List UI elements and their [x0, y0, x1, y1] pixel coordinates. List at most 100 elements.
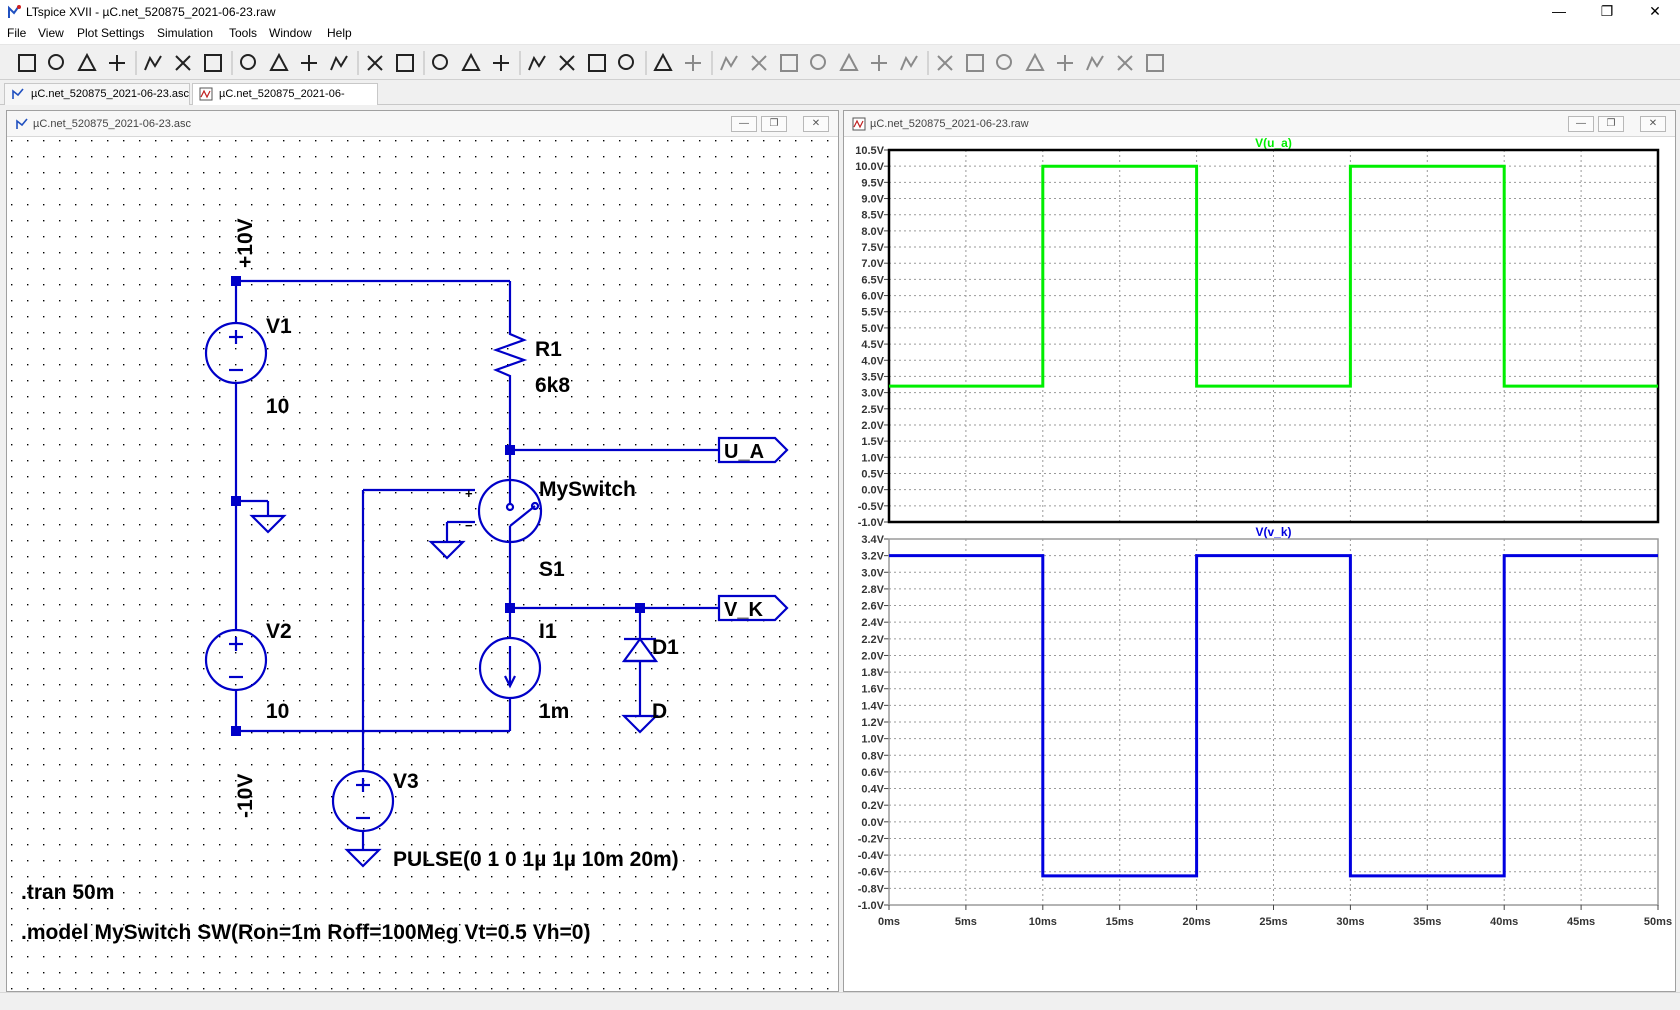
model-directive[interactable]: .model MySwitch SW(Ron=1m Roff=100Meg Vt… — [21, 921, 590, 944]
inductor-icon[interactable] — [836, 50, 862, 76]
redo-icon[interactable] — [1022, 50, 1048, 76]
print-icon[interactable] — [614, 50, 640, 76]
v3-symbol[interactable] — [331, 769, 395, 833]
open-icon[interactable] — [44, 50, 70, 76]
maximize-button[interactable]: ❐ — [1600, 3, 1614, 19]
schematic-minimize-button[interactable]: — — [731, 116, 757, 132]
menu-help[interactable]: Help — [327, 26, 352, 40]
i1-value: 1m — [539, 700, 569, 723]
pan-icon[interactable] — [170, 50, 196, 76]
s1-plus-sign: + — [465, 486, 473, 501]
plot-vk[interactable]: V(v_k)3.4V3.2V3.0V2.8V2.6V2.4V2.2V2.0V1.… — [858, 525, 1672, 928]
s1-symbol[interactable] — [477, 478, 543, 544]
menu-window[interactable]: Window — [269, 26, 312, 40]
y-tick-label: 3.5V — [861, 371, 884, 383]
menu-file[interactable]: File — [7, 26, 27, 40]
d1-symbol[interactable] — [621, 637, 659, 678]
y-tick-label: 2.4V — [861, 617, 884, 629]
trace-V(u_a)[interactable] — [889, 164, 1658, 388]
menu-view[interactable]: View — [38, 26, 64, 40]
x-tick-label: 25ms — [1259, 916, 1287, 928]
y-tick-label: 4.5V — [861, 339, 884, 351]
i1-symbol[interactable] — [478, 636, 542, 700]
menu-simulation[interactable]: Simulation — [157, 26, 214, 40]
plus10-label: +10V — [234, 218, 257, 268]
y-tick-label: 9.5V — [861, 177, 884, 189]
control-panel-icon[interactable] — [104, 50, 130, 76]
trace-V(v_k)[interactable] — [889, 554, 1658, 878]
copy-icon[interactable] — [524, 50, 550, 76]
s1-model: MySwitch — [539, 478, 636, 501]
schematic-icon — [12, 88, 24, 99]
undo-icon[interactable] — [992, 50, 1018, 76]
zoom-out-icon[interactable] — [266, 50, 292, 76]
close-button[interactable]: ✕ — [1649, 3, 1661, 19]
r1-symbol[interactable] — [492, 324, 528, 385]
schematic-canvas[interactable]: U_A V_K +10V -10V V1 10 V2 10 V3 PULSE(0… — [7, 138, 838, 992]
y-tick-label: 1.5V — [861, 436, 884, 448]
waveform-canvas[interactable]: V(u_a)10.5V10.0V9.5V9.0V8.5V8.0V7.5V7.0V… — [844, 138, 1675, 992]
schematic-close-button[interactable]: ✕ — [803, 116, 829, 132]
ground-icon[interactable] — [716, 50, 742, 76]
rotate-icon[interactable] — [1052, 50, 1078, 76]
tile-horizontal-icon[interactable] — [392, 50, 418, 76]
tran-directive[interactable]: .tran 50m — [21, 881, 114, 904]
plot-ua[interactable]: V(u_a)10.5V10.0V9.5V9.0V8.5V8.0V7.5V7.0V… — [855, 138, 1660, 529]
tab-schematic[interactable]: µC.net_520875_2021-06-23.asc — [4, 83, 190, 105]
zoom-cancel-icon[interactable] — [296, 50, 322, 76]
autorange-icon[interactable] — [326, 50, 352, 76]
cascade-icon[interactable] — [428, 50, 454, 76]
label-net-icon[interactable] — [746, 50, 772, 76]
capacitor-icon[interactable] — [806, 50, 832, 76]
plot-vk-title[interactable]: V(v_k) — [1255, 525, 1291, 539]
schematic-window-title: µC.net_520875_2021-06-23.asc — [33, 118, 192, 130]
save-icon[interactable] — [74, 50, 100, 76]
menu-plot-settings[interactable]: Plot Settings — [77, 26, 145, 40]
manual-limits-icon[interactable] — [362, 50, 388, 76]
print-preview-icon[interactable] — [650, 50, 676, 76]
menu-tools[interactable]: Tools — [229, 26, 258, 40]
waveform-restore-button[interactable]: ❐ — [1598, 116, 1624, 132]
net-label-vk[interactable]: V_K — [717, 594, 789, 622]
s1-minus-sign: − — [465, 518, 473, 533]
drag-icon[interactable] — [962, 50, 988, 76]
x-tick-label: 30ms — [1336, 916, 1364, 928]
component-icon[interactable] — [896, 50, 922, 76]
tab-waveform[interactable]: µC.net_520875_2021-06-23.raw — [192, 83, 378, 120]
move-icon[interactable] — [932, 50, 958, 76]
v1-symbol[interactable] — [204, 321, 268, 385]
y-tick-label: 0.4V — [861, 784, 884, 796]
waveform-close-button[interactable]: ✕ — [1640, 116, 1666, 132]
schematic-restore-button[interactable]: ❐ — [761, 116, 787, 132]
resistor-icon[interactable] — [776, 50, 802, 76]
ground-symbols — [249, 514, 659, 868]
find-icon[interactable] — [584, 50, 610, 76]
v3-name: V3 — [393, 770, 419, 793]
halt-icon[interactable] — [140, 50, 166, 76]
y-tick-label: 2.2V — [861, 634, 884, 646]
mirror-icon[interactable] — [1082, 50, 1108, 76]
plot-ua-title[interactable]: V(u_a) — [1255, 138, 1292, 150]
zoom-in-icon[interactable] — [200, 50, 226, 76]
y-tick-label: 0.0V — [861, 817, 884, 829]
y-tick-label: 10.5V — [855, 145, 884, 157]
v2-symbol[interactable] — [204, 628, 268, 692]
v2-name: V2 — [266, 620, 292, 643]
run-icon[interactable] — [14, 50, 40, 76]
net-label-ua[interactable]: U_A — [717, 436, 789, 464]
spice-directive-icon[interactable] — [1142, 50, 1168, 76]
text-icon[interactable] — [1112, 50, 1138, 76]
zoom-fit-icon[interactable] — [236, 50, 262, 76]
y-tick-label: 5.5V — [861, 307, 884, 319]
tile-vertical-icon[interactable] — [458, 50, 484, 76]
minimize-button[interactable]: — — [1552, 3, 1566, 19]
y-tick-label: 10.0V — [855, 161, 884, 173]
cut-icon[interactable] — [488, 50, 514, 76]
x-tick-label: 45ms — [1567, 916, 1595, 928]
diode-icon[interactable] — [866, 50, 892, 76]
wire-icon[interactable] — [680, 50, 706, 76]
x-tick-label: 20ms — [1183, 916, 1211, 928]
waveform-icon — [199, 87, 213, 101]
waveform-minimize-button[interactable]: — — [1568, 116, 1594, 132]
paste-icon[interactable] — [554, 50, 580, 76]
